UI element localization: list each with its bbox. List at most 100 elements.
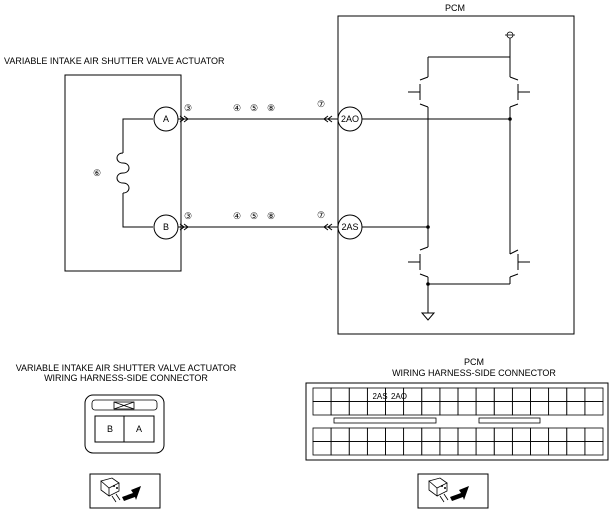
pcm-cavity — [566, 401, 586, 416]
pcm-cavity — [475, 401, 495, 416]
pcm-cell-2ao: 2AO — [391, 392, 407, 401]
pin-a: A — [153, 106, 179, 132]
pcm-cavity — [403, 401, 423, 416]
actuator-connector-face — [84, 394, 165, 454]
actuator-cell-a: A — [136, 424, 142, 434]
actuator-connector-line2: WIRING HARNESS-SIDE CONNECTOR — [44, 373, 208, 383]
ground-icon — [420, 284, 436, 321]
ref-3-a: ③ — [184, 103, 192, 113]
pcm-cavity — [475, 441, 495, 456]
ref-8-b: ⑧ — [267, 211, 275, 221]
pcm-cavity — [403, 427, 423, 442]
pcm-cavity — [511, 441, 531, 456]
pcm-connector-face — [305, 382, 609, 461]
pcm-cavity — [493, 401, 513, 416]
pcm-cavity — [348, 441, 368, 456]
pcm-cavity — [385, 441, 405, 456]
pcm-cell-2as: 2AS — [372, 392, 387, 401]
pcm-cavity — [548, 401, 568, 416]
pcm-cavity — [548, 387, 568, 402]
pcm-cavity — [530, 427, 550, 442]
pcm-cavity — [530, 441, 550, 456]
pin-2as-label: 2AS — [341, 222, 358, 232]
pcm-cavity — [366, 427, 386, 442]
pcm-cavity — [366, 401, 386, 416]
pcm-cavity — [439, 441, 459, 456]
ref-8-a: ⑧ — [267, 103, 275, 113]
pcm-cavity — [566, 427, 586, 442]
power-supply-icon — [505, 31, 515, 57]
pcm-cavity — [421, 387, 441, 402]
pin-2as: 2AS — [337, 214, 363, 240]
ref-7-a: ⑦ — [317, 99, 325, 109]
pcm-cavity — [475, 387, 495, 402]
pcm-cavity — [312, 387, 332, 402]
pcm-cavity — [421, 401, 441, 416]
actuator-box — [64, 74, 182, 272]
transistor-lower-left-icon — [408, 232, 429, 284]
junction-2as — [426, 225, 430, 229]
pcm-cavity — [475, 427, 495, 442]
pcm-cavity — [457, 441, 477, 456]
ref-3-b: ③ — [184, 211, 192, 221]
pcm-cavity — [511, 401, 531, 416]
pin-2ao-label: 2AO — [341, 114, 359, 124]
pcm-cavity — [584, 401, 604, 416]
pcm-cavity — [330, 387, 350, 402]
pin-a-label: A — [163, 114, 169, 124]
coil-ref: ⑥ — [93, 168, 101, 178]
pcm-connector-chevron-2as — [323, 223, 333, 231]
pcm-cavity — [493, 441, 513, 456]
ref-5-a: ⑤ — [250, 103, 258, 113]
pcm-cavity — [566, 387, 586, 402]
pcm-cavity — [566, 441, 586, 456]
connector-view-icon — [417, 473, 489, 509]
ref-4-b: ④ — [233, 211, 241, 221]
pcm-connector-chevron-2ao — [323, 115, 333, 123]
pcm-cavity — [584, 441, 604, 456]
pcm-cavity — [348, 427, 368, 442]
connector-view-icon — [89, 473, 161, 509]
transistor-lower-right-icon — [509, 249, 530, 284]
pcm-cavity — [330, 441, 350, 456]
actuator-title: VARIABLE INTAKE AIR SHUTTER VALVE ACTUAT… — [4, 56, 225, 66]
pcm-title: PCM — [445, 3, 465, 13]
pcm-cavity — [457, 427, 477, 442]
transistor-upper-right-icon — [509, 57, 530, 254]
pcm-connector-line1: PCM — [464, 357, 484, 367]
ref-4-a: ④ — [233, 103, 241, 113]
pcm-cavity — [493, 387, 513, 402]
pin-b: B — [153, 214, 179, 240]
pcm-connector-line2: WIRING HARNESS-SIDE CONNECTOR — [392, 368, 556, 378]
pcm-cavity — [385, 427, 405, 442]
ref-7-b: ⑦ — [317, 210, 325, 220]
pin-2ao: 2AO — [337, 106, 363, 132]
ref-5-b: ⑤ — [250, 211, 258, 221]
pcm-cavity — [403, 441, 423, 456]
pcm-cavity — [511, 427, 531, 442]
pcm-cavity — [493, 427, 513, 442]
pcm-cavity — [366, 441, 386, 456]
pcm-cavity — [385, 401, 405, 416]
pcm-cavity — [548, 441, 568, 456]
actuator-cell-b: B — [107, 424, 113, 434]
pcm-cavity — [421, 427, 441, 442]
pcm-cavity — [439, 387, 459, 402]
pcm-cavity — [421, 441, 441, 456]
pcm-cavity — [330, 427, 350, 442]
pcm-cavity — [348, 401, 368, 416]
pcm-cavity — [312, 427, 332, 442]
junction-2ao — [508, 117, 512, 121]
pin-b-label: B — [163, 222, 169, 232]
pcm-cavity — [439, 401, 459, 416]
pcm-cavity — [584, 387, 604, 402]
pcm-cavity — [530, 387, 550, 402]
pcm-cavity — [584, 427, 604, 442]
pcm-cavity — [530, 401, 550, 416]
transistor-upper-left-icon — [408, 57, 429, 232]
pcm-cavity — [439, 427, 459, 442]
coil-icon — [116, 118, 153, 228]
pcm-cavity — [348, 387, 368, 402]
pcm-cavity — [457, 401, 477, 416]
